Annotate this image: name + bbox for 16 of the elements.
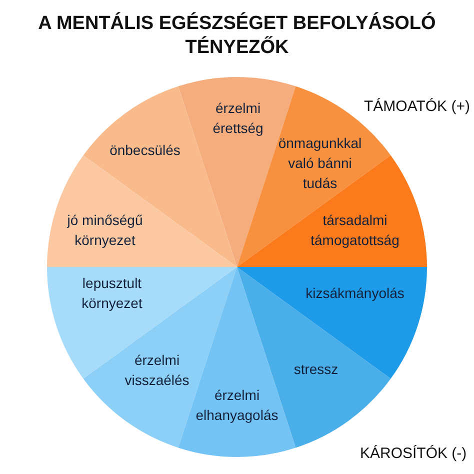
slice-label: kizsákmányolás [306, 284, 404, 303]
slice-label: érzelmi érettség [212, 99, 264, 138]
group-label: TÁMOATÓK (+) [364, 97, 470, 117]
title: A MENTÁLIS EGÉSZSÉGET BEFOLYÁSOLÓ TÉNYEZŐK [37, 12, 437, 60]
slice-label: társadalmi támogatottság [310, 211, 400, 250]
slice-label: jó minőségű környezet [66, 211, 144, 250]
pie-slice [237, 267, 427, 379]
group-label: KÁROSÍTÓK (-) [360, 444, 467, 464]
pie-slice [237, 155, 427, 267]
slice-label: stressz [294, 360, 338, 379]
pie-slice [47, 155, 237, 267]
slice-label: önbecsülés [110, 141, 180, 160]
slice-label: önmagunkkal való bánni tudás [277, 134, 363, 193]
slice-label: lepusztult környezet [80, 274, 144, 313]
slice-label: érzelmi elhanyagolás [194, 386, 280, 425]
slice-label: érzelmi visszaélés [124, 351, 190, 390]
